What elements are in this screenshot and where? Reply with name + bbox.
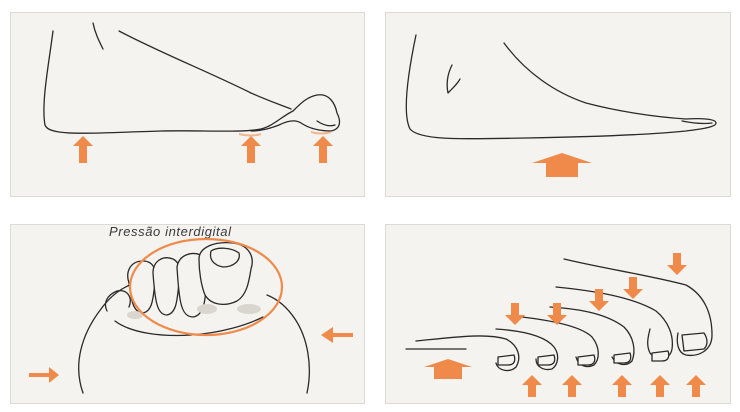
panel-toes-side bbox=[385, 224, 731, 404]
arrow-up-icon bbox=[686, 375, 706, 397]
panel-flat-foot bbox=[385, 12, 731, 197]
arrow-down-icon bbox=[589, 289, 609, 311]
toes-side-view-icon bbox=[386, 225, 732, 405]
arrow-up-icon bbox=[562, 375, 582, 397]
arrow-down-icon bbox=[505, 303, 525, 325]
arrow-up-icon bbox=[522, 375, 542, 397]
arrow-down-icon bbox=[623, 277, 643, 299]
arrow-right-icon bbox=[29, 367, 59, 383]
foot-side-view-icon bbox=[386, 13, 732, 198]
arrow-up-icon bbox=[241, 136, 261, 163]
arrow-up-icon bbox=[73, 136, 93, 163]
arrow-up-icon bbox=[650, 375, 670, 397]
arrow-up-icon bbox=[424, 359, 472, 379]
arrow-left-icon bbox=[321, 327, 353, 343]
arrow-up-icon bbox=[313, 136, 333, 163]
arrow-up-icon bbox=[532, 153, 592, 177]
foot-side-view-icon bbox=[11, 13, 366, 198]
foot-front-view-icon bbox=[11, 225, 366, 405]
arrow-up-icon bbox=[612, 375, 632, 397]
arrow-down-icon bbox=[667, 253, 687, 275]
panel-forefoot-pressure bbox=[10, 12, 365, 197]
panel-interdigital: Pressão interdigital bbox=[10, 224, 365, 404]
